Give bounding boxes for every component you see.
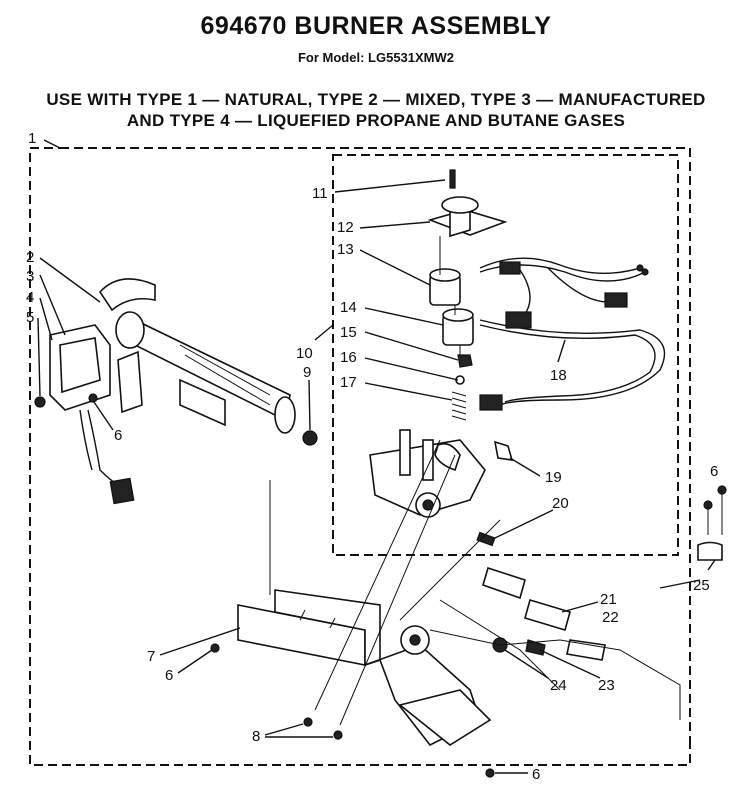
callout-17: 17 bbox=[340, 374, 357, 391]
nut-15 bbox=[457, 354, 473, 368]
part-22 bbox=[566, 639, 606, 661]
burner-bracket bbox=[237, 589, 492, 747]
harness-connector-a bbox=[499, 261, 521, 275]
gas-type-note-line-2: AND TYPE 4 — LIQUEFIED PROPANE AND BUTAN… bbox=[126, 111, 626, 130]
leader-lines bbox=[37, 139, 716, 774]
screw-6-bottom bbox=[485, 768, 495, 778]
inlet-tube bbox=[482, 566, 526, 600]
callout-1: 1 bbox=[28, 130, 36, 147]
igniter-connector bbox=[109, 477, 135, 505]
clamp-25 bbox=[697, 541, 723, 561]
gas-type-note-line-1: USE WITH TYPE 1 — NATURAL, TYPE 2 — MIXE… bbox=[46, 90, 706, 109]
screw-5 bbox=[34, 396, 46, 408]
callout-6-bracket: 6 bbox=[165, 667, 173, 684]
burner-assembly-boundary bbox=[29, 147, 691, 766]
screw-6-bracket bbox=[210, 643, 220, 653]
callout-20: 20 bbox=[552, 495, 569, 512]
clip-19 bbox=[493, 440, 514, 461]
callout-9: 9 bbox=[303, 364, 311, 381]
flame-spreader bbox=[98, 278, 156, 312]
part-21 bbox=[524, 598, 571, 632]
burner-tube bbox=[98, 278, 296, 434]
callout-7: 7 bbox=[147, 648, 155, 665]
callout-5: 5 bbox=[26, 309, 34, 326]
callout-2: 2 bbox=[26, 249, 34, 266]
callout-13: 13 bbox=[337, 241, 354, 258]
callout-19: 19 bbox=[545, 469, 562, 486]
screw-8-a bbox=[303, 717, 313, 727]
inlet-fittings bbox=[429, 485, 727, 720]
coil-screw-11 bbox=[449, 169, 456, 189]
callout-21: 21 bbox=[600, 591, 617, 608]
callout-16: 16 bbox=[340, 349, 357, 366]
spring-17 bbox=[451, 391, 467, 421]
callout-3: 3 bbox=[26, 268, 34, 285]
screw-6-left bbox=[88, 393, 98, 403]
callout-4: 4 bbox=[26, 289, 34, 306]
harness-connector-c bbox=[505, 311, 532, 329]
callout-6-bottom: 6 bbox=[532, 766, 540, 783]
callout-24: 24 bbox=[550, 677, 567, 694]
callout-8: 8 bbox=[252, 728, 260, 745]
callout-12: 12 bbox=[337, 219, 354, 236]
callout-18: 18 bbox=[550, 367, 567, 384]
burner-bracket-plate bbox=[179, 378, 226, 427]
valve-assembly-boundary bbox=[332, 154, 679, 556]
model-line: For Model: LG5531XMW2 bbox=[297, 50, 455, 65]
callout-14: 14 bbox=[340, 299, 357, 316]
nut-9 bbox=[302, 430, 318, 446]
callout-10: 10 bbox=[296, 345, 313, 362]
harness-connector-d bbox=[479, 394, 503, 411]
gas-valve bbox=[369, 429, 486, 518]
orifice-20 bbox=[476, 531, 496, 547]
harness-connector-b bbox=[604, 292, 628, 308]
callout-15: 15 bbox=[340, 324, 357, 341]
callout-23: 23 bbox=[598, 677, 615, 694]
callout-6-igniter: 6 bbox=[114, 427, 122, 444]
wire-harness bbox=[479, 257, 666, 411]
callout-25: 25 bbox=[693, 577, 710, 594]
igniter-assembly bbox=[34, 324, 143, 505]
valve-coil-stack bbox=[427, 169, 508, 421]
callout-22: 22 bbox=[602, 609, 619, 626]
callout-11: 11 bbox=[312, 185, 328, 202]
diagram-title: 694670 BURNER ASSEMBLY bbox=[200, 12, 552, 40]
callout-6-clamp: 6 bbox=[710, 463, 718, 480]
screw-8-b bbox=[333, 730, 343, 740]
fitting-23 bbox=[525, 639, 546, 656]
